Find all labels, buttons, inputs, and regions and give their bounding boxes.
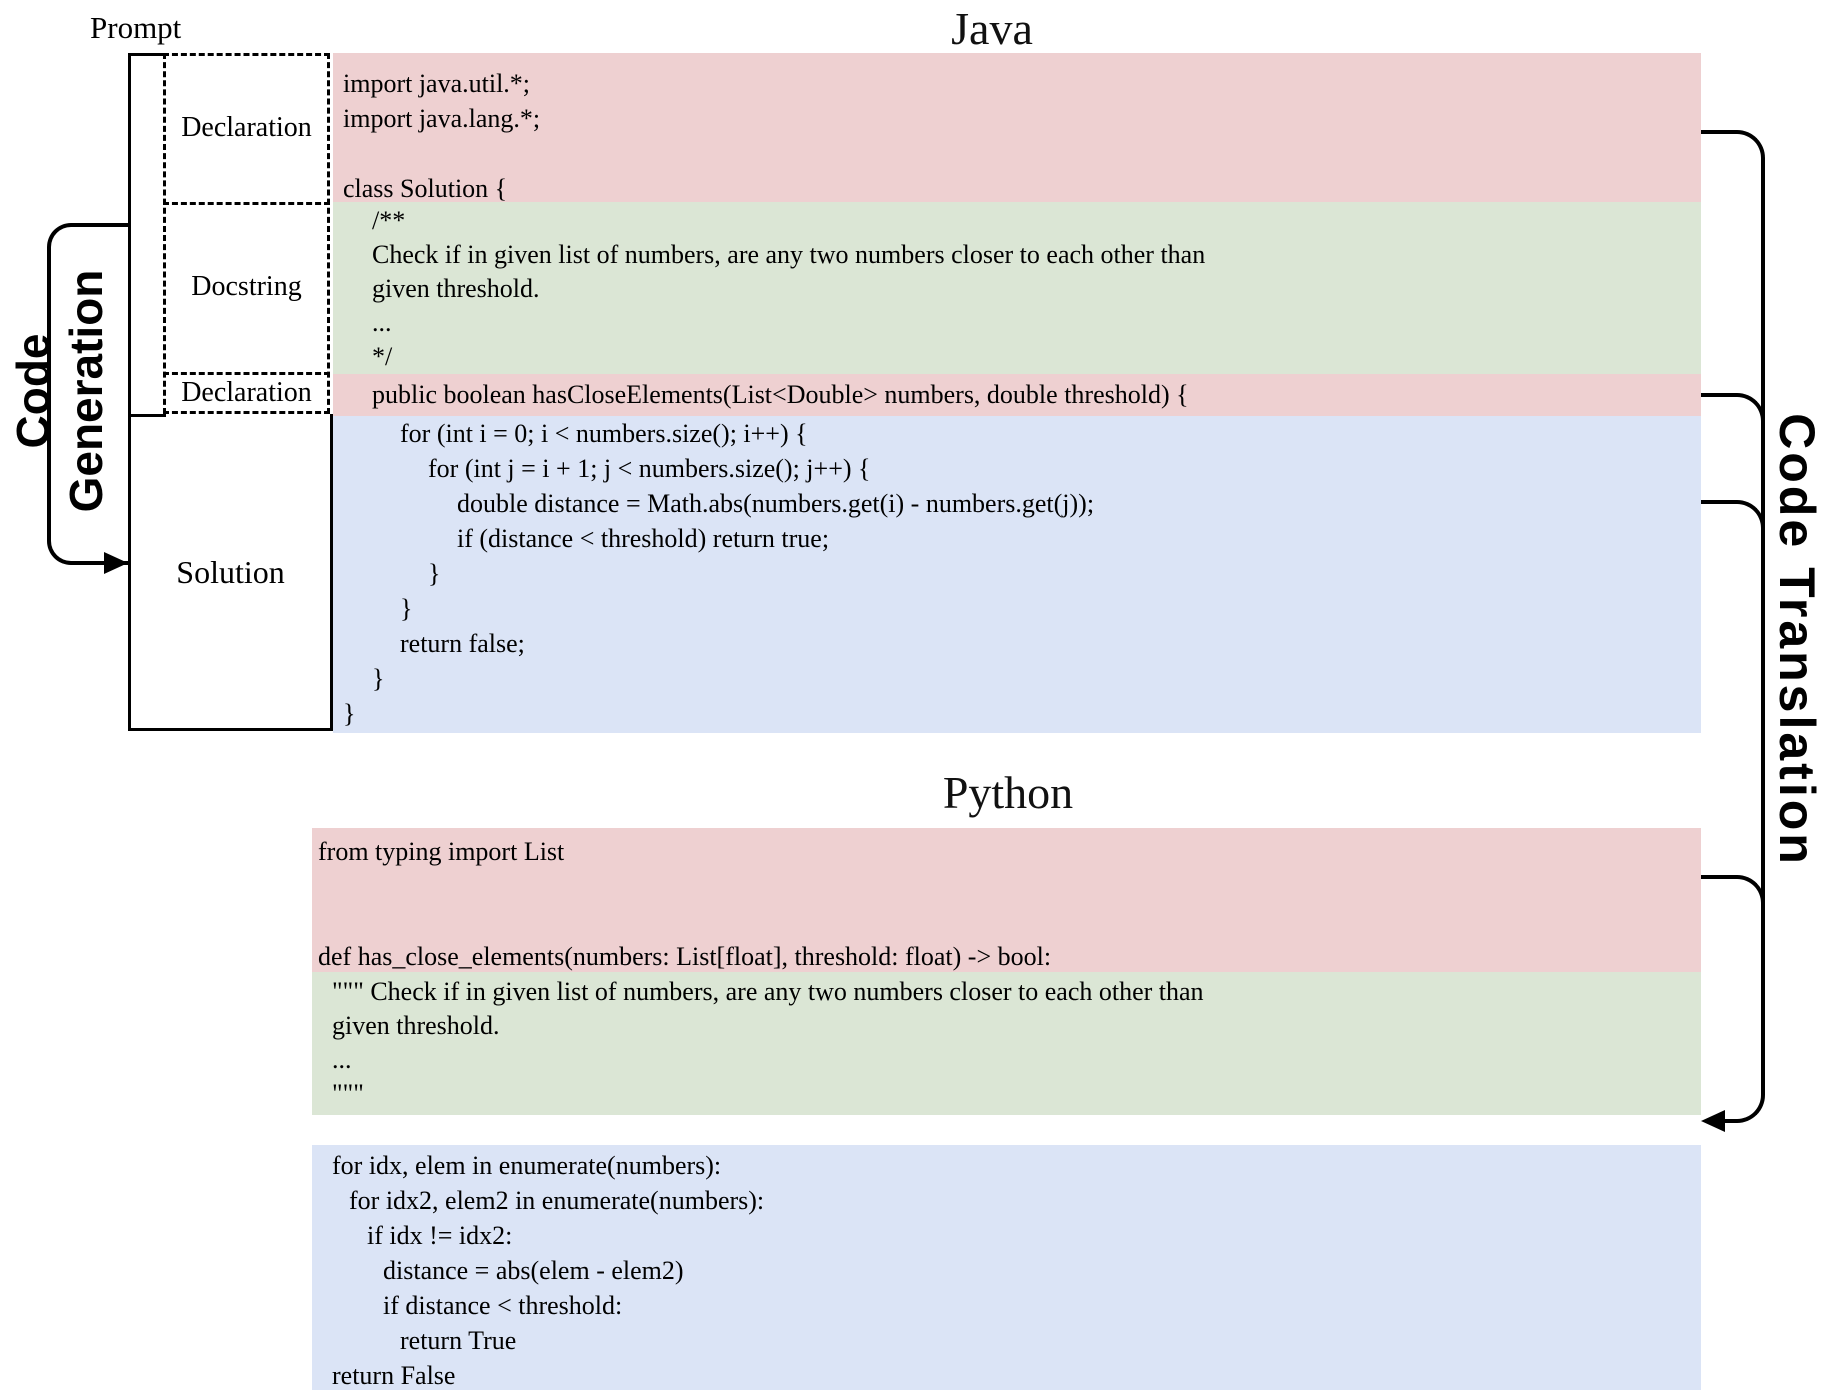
code-line: def has_close_elements(numbers: List[flo… xyxy=(318,942,1052,971)
code-line: ... xyxy=(372,308,392,337)
code-line: """ xyxy=(332,1079,364,1108)
code-line: """ Check if in given list of numbers, a… xyxy=(332,977,1204,1006)
code-line: for idx, elem in enumerate(numbers): xyxy=(332,1151,722,1180)
translation-branch-python-declaration xyxy=(1701,875,1765,945)
java-docstring-block: /** Check if in given list of numbers, a… xyxy=(333,202,1701,374)
code-line: } xyxy=(428,559,441,588)
code-generation-bracket xyxy=(47,223,128,565)
code-generation-arrowhead-icon xyxy=(104,552,128,574)
solution-label: Solution xyxy=(176,553,285,590)
translation-vertical-line xyxy=(1761,190,1765,1070)
code-line: ... xyxy=(332,1045,352,1074)
java-solution-block: for (int i = 0; i < numbers.size(); i++)… xyxy=(333,416,1701,733)
code-line: /** xyxy=(372,206,406,235)
code-line: for idx2, elem2 in enumerate(numbers): xyxy=(349,1186,765,1215)
java-title: Java xyxy=(951,3,1033,54)
outer-box-top-edge xyxy=(128,53,166,56)
code-line: import java.util.*; xyxy=(343,69,531,98)
code-line: for (int j = i + 1; j < numbers.size(); … xyxy=(428,454,871,483)
code-line: import java.lang.*; xyxy=(343,104,541,133)
code-line: return False xyxy=(332,1361,456,1390)
code-line: } xyxy=(372,664,385,693)
code-generation-label: Code Generation xyxy=(7,266,113,516)
code-line: return false; xyxy=(400,629,525,658)
outer-box-bottom-edge xyxy=(128,728,333,731)
outer-box-left-edge xyxy=(128,53,131,731)
solution-box-right-edge xyxy=(330,414,333,731)
code-line: Check if in given list of numbers, are a… xyxy=(372,240,1206,269)
translation-branch-java-declaration-top xyxy=(1701,130,1765,200)
code-line xyxy=(312,904,1701,939)
prompt-dashed-box xyxy=(163,53,330,414)
code-line: distance = abs(elem - elem2) xyxy=(383,1256,684,1285)
code-translation-arrowhead-icon xyxy=(1701,1110,1725,1132)
java-declaration-top-block: import java.util.*; import java.lang.*; … xyxy=(333,53,1701,203)
python-docstring-block: """ Check if in given list of numbers, a… xyxy=(312,972,1701,1115)
code-line: for (int i = 0; i < numbers.size(); i++)… xyxy=(400,419,808,448)
translation-branch-java-solution xyxy=(1701,500,1765,570)
solution-box-top-edge xyxy=(128,414,166,417)
python-title: Python xyxy=(942,767,1074,818)
code-line: public boolean hasCloseElements(List<Dou… xyxy=(372,380,1189,409)
code-line: return True xyxy=(400,1326,517,1355)
prompt-divider-1 xyxy=(163,202,330,205)
code-line: } xyxy=(343,699,356,728)
code-line: given threshold. xyxy=(372,274,540,303)
code-line xyxy=(333,136,1701,171)
code-line: if idx != idx2: xyxy=(367,1221,513,1250)
python-solution-block: for idx, elem in enumerate(numbers): for… xyxy=(312,1145,1701,1390)
docstring-label: Docstring xyxy=(191,271,302,302)
code-line: */ xyxy=(372,342,393,371)
code-line: } xyxy=(400,594,413,623)
code-line xyxy=(312,869,1701,904)
translation-branch-java-declaration-sig xyxy=(1701,393,1765,463)
code-translation-label: Code Translation xyxy=(1769,413,1825,867)
translation-bottom-elbow xyxy=(1723,1058,1765,1123)
prompt-divider-2 xyxy=(163,372,330,375)
python-declaration-block: from typing import List def has_close_el… xyxy=(312,828,1701,972)
code-line: if distance < threshold: xyxy=(383,1291,623,1320)
declaration-mid-label: Declaration xyxy=(181,377,312,408)
code-line: given threshold. xyxy=(332,1011,500,1040)
code-line: double distance = Math.abs(numbers.get(i… xyxy=(457,489,1095,518)
code-line: from typing import List xyxy=(318,837,565,866)
code-line: if (distance < threshold) return true; xyxy=(457,524,830,553)
prompt-label: Prompt xyxy=(90,10,182,45)
code-generation-label-line1: Code xyxy=(7,333,59,449)
code-line: class Solution { xyxy=(343,174,508,203)
java-declaration-sig-block: public boolean hasCloseElements(List<Dou… xyxy=(333,374,1701,416)
code-generation-label-line2: Generation xyxy=(60,269,112,513)
declaration-top-label: Declaration xyxy=(181,111,312,143)
